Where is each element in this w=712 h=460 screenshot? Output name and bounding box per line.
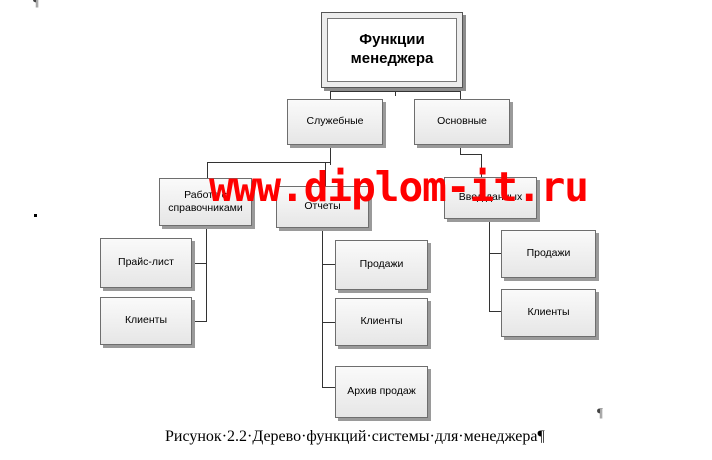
pilcrow-mark-bottom: ¶ (597, 405, 603, 420)
connector-line (481, 154, 482, 177)
watermark-text: www.diplom-it.ru (209, 163, 589, 211)
connector-line (325, 162, 326, 186)
node-sales-archive: Архив продаж (335, 366, 428, 418)
connector-line (489, 219, 490, 312)
connector-line (322, 322, 335, 323)
node-work-references: Работа с справочниками (159, 178, 252, 226)
node-clients-work: Клиенты (100, 297, 192, 345)
node-reports: Отчеты (276, 186, 369, 228)
pilcrow-mark-top: ¶ (33, 0, 39, 9)
connector-line (330, 91, 331, 99)
node-osnovnye: Основные (414, 99, 510, 145)
connector-line (460, 91, 461, 99)
figure-caption: Рисунок·2.2·Дерево·функций·системы·для·м… (165, 428, 545, 445)
connector-line (192, 263, 206, 264)
connector-line (489, 311, 501, 312)
connector-line (322, 387, 335, 388)
connector-line (395, 85, 396, 96)
root-node: Функции менеджера (321, 12, 463, 88)
connector-line (460, 154, 481, 155)
connector-line (330, 145, 331, 165)
node-clients-reports: Клиенты (335, 298, 428, 346)
connector-line (206, 226, 207, 322)
connector-line (322, 228, 323, 388)
node-price-list: Прайс-лист (100, 238, 192, 288)
node-clients-entry: Клиенты (501, 289, 596, 337)
node-sluzhebnye: Служебные (287, 99, 383, 145)
node-data-entry: Ввод данных (444, 177, 537, 219)
connector-line (207, 162, 208, 178)
connector-line (489, 253, 501, 254)
connector-line (460, 145, 461, 155)
node-sales-entry: Продажи (501, 230, 596, 278)
bullet-mark (34, 214, 37, 217)
root-label: Функции менеджера (327, 18, 457, 82)
connector-line (207, 162, 330, 163)
connector-line (322, 264, 335, 265)
node-sales-reports: Продажи (335, 240, 428, 290)
connector-line (192, 321, 206, 322)
connector-line (330, 91, 460, 92)
